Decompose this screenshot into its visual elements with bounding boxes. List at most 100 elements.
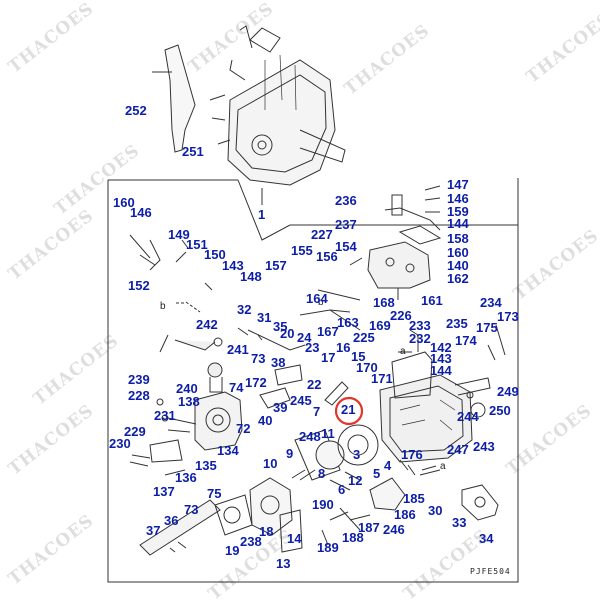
- part-label-225[interactable]: 225: [353, 330, 375, 345]
- part-label-5[interactable]: 5: [373, 466, 381, 481]
- part-label-155[interactable]: 155: [291, 243, 313, 258]
- part-label-173[interactable]: 173: [497, 309, 519, 324]
- part-label-19[interactable]: 19: [225, 543, 240, 558]
- part-label-12[interactable]: 12: [348, 473, 363, 488]
- part-label-186[interactable]: 186: [394, 507, 416, 522]
- part-label-34[interactable]: 34: [479, 531, 494, 546]
- part-label-20[interactable]: 20: [280, 326, 295, 341]
- part-label-174[interactable]: 174: [455, 333, 477, 348]
- part-label-243[interactable]: 243: [473, 439, 495, 454]
- part-label-18[interactable]: 18: [259, 524, 274, 539]
- part-label-36[interactable]: 36: [164, 513, 179, 528]
- part-label-143[interactable]: 143: [222, 258, 244, 273]
- part-label-239[interactable]: 239: [128, 372, 150, 387]
- part-label-238[interactable]: 238: [240, 534, 262, 549]
- part-label-74[interactable]: 74: [229, 380, 244, 395]
- part-label-136[interactable]: 136: [175, 470, 197, 485]
- part-label-252[interactable]: 252: [125, 103, 147, 118]
- part-label-228[interactable]: 228: [128, 388, 150, 403]
- part-label-144[interactable]: 144: [430, 363, 452, 378]
- part-label-38[interactable]: 38: [271, 355, 286, 370]
- part-label-156[interactable]: 156: [316, 249, 338, 264]
- part-label-24[interactable]: 24: [297, 330, 312, 345]
- part-label-32[interactable]: 32: [237, 302, 252, 317]
- part-label-240[interactable]: 240: [176, 381, 198, 396]
- part-label-73[interactable]: 73: [251, 351, 266, 366]
- part-label-142[interactable]: 142: [430, 340, 452, 355]
- part-label-72[interactable]: 72: [236, 421, 251, 436]
- part-label-135[interactable]: 135: [195, 458, 217, 473]
- part-label-235[interactable]: 235: [446, 316, 468, 331]
- part-label-151[interactable]: 151: [186, 237, 208, 252]
- part-label-167[interactable]: 167: [317, 324, 339, 339]
- part-label-144[interactable]: 144: [447, 216, 469, 231]
- part-label-251[interactable]: 251: [182, 144, 204, 159]
- part-label-73[interactable]: 73: [184, 502, 199, 517]
- part-label-189[interactable]: 189: [317, 540, 339, 555]
- part-label-248[interactable]: 248: [299, 429, 321, 444]
- part-label-1[interactable]: 1: [258, 207, 266, 222]
- part-label-23[interactable]: 23: [305, 340, 320, 355]
- part-label-234[interactable]: 234: [480, 295, 502, 310]
- part-label-150[interactable]: 150: [204, 247, 226, 262]
- part-label-16[interactable]: 16: [336, 340, 351, 355]
- part-label-168[interactable]: 168: [373, 295, 395, 310]
- part-label-231[interactable]: 231: [154, 408, 176, 423]
- part-label-164[interactable]: 164: [306, 291, 328, 306]
- part-label-8[interactable]: 8: [318, 466, 326, 481]
- part-label-35[interactable]: 35: [273, 319, 288, 334]
- part-label-146[interactable]: 146: [447, 191, 469, 206]
- part-label-40[interactable]: 40: [258, 413, 273, 428]
- part-label-21[interactable]: 21: [341, 402, 356, 417]
- part-label-154[interactable]: 154: [335, 239, 357, 254]
- part-label-39[interactable]: 39: [273, 400, 288, 415]
- part-label-13[interactable]: 13: [276, 556, 291, 571]
- part-label-137[interactable]: 137: [153, 484, 175, 499]
- part-label-3[interactable]: 3: [353, 447, 361, 462]
- part-label-134[interactable]: 134: [217, 443, 239, 458]
- part-label-226[interactable]: 226: [390, 308, 412, 323]
- part-label-242[interactable]: 242: [196, 317, 218, 332]
- part-label-187[interactable]: 187: [358, 520, 380, 535]
- part-label-14[interactable]: 14: [287, 531, 302, 546]
- part-label-11[interactable]: 11: [321, 426, 335, 441]
- part-label-163[interactable]: 163: [337, 315, 359, 330]
- part-label-230[interactable]: 230: [109, 436, 131, 451]
- part-label-75[interactable]: 75: [207, 486, 222, 501]
- part-label-149[interactable]: 149: [168, 227, 190, 242]
- part-label-188[interactable]: 188: [342, 530, 364, 545]
- part-label-22[interactable]: 22: [307, 377, 322, 392]
- part-label-245[interactable]: 245: [290, 393, 312, 408]
- part-label-171[interactable]: 171: [371, 371, 393, 386]
- part-label-30[interactable]: 30: [428, 503, 443, 518]
- part-label-4[interactable]: 4: [384, 458, 392, 473]
- part-label-241[interactable]: 241: [227, 342, 249, 357]
- part-label-236[interactable]: 236: [335, 193, 357, 208]
- part-label-244[interactable]: 244: [457, 409, 479, 424]
- part-label-237[interactable]: 237: [335, 217, 357, 232]
- part-label-185[interactable]: 185: [403, 491, 425, 506]
- part-label-169[interactable]: 169: [369, 318, 391, 333]
- part-label-249[interactable]: 249: [497, 384, 519, 399]
- part-label-31[interactable]: 31: [257, 310, 272, 325]
- part-label-170[interactable]: 170: [356, 360, 378, 375]
- part-label-176[interactable]: 176: [401, 447, 423, 462]
- part-label-148[interactable]: 148: [240, 269, 262, 284]
- part-label-250[interactable]: 250: [489, 403, 511, 418]
- part-label-161[interactable]: 161: [421, 293, 443, 308]
- part-label-33[interactable]: 33: [452, 515, 467, 530]
- part-label-157[interactable]: 157: [265, 258, 287, 273]
- part-label-160[interactable]: 160: [113, 195, 135, 210]
- part-label-6[interactable]: 6: [338, 482, 346, 497]
- part-label-232[interactable]: 232: [409, 331, 431, 346]
- part-label-37[interactable]: 37: [146, 523, 161, 538]
- part-label-162[interactable]: 162: [447, 271, 469, 286]
- part-label-10[interactable]: 10: [263, 456, 278, 471]
- part-label-143[interactable]: 143: [430, 351, 452, 366]
- part-label-172[interactable]: 172: [245, 375, 267, 390]
- part-label-9[interactable]: 9: [286, 446, 294, 461]
- part-label-246[interactable]: 246: [383, 522, 405, 537]
- part-label-229[interactable]: 229: [124, 424, 146, 439]
- part-label-227[interactable]: 227: [311, 227, 333, 242]
- part-label-15[interactable]: 15: [351, 349, 366, 364]
